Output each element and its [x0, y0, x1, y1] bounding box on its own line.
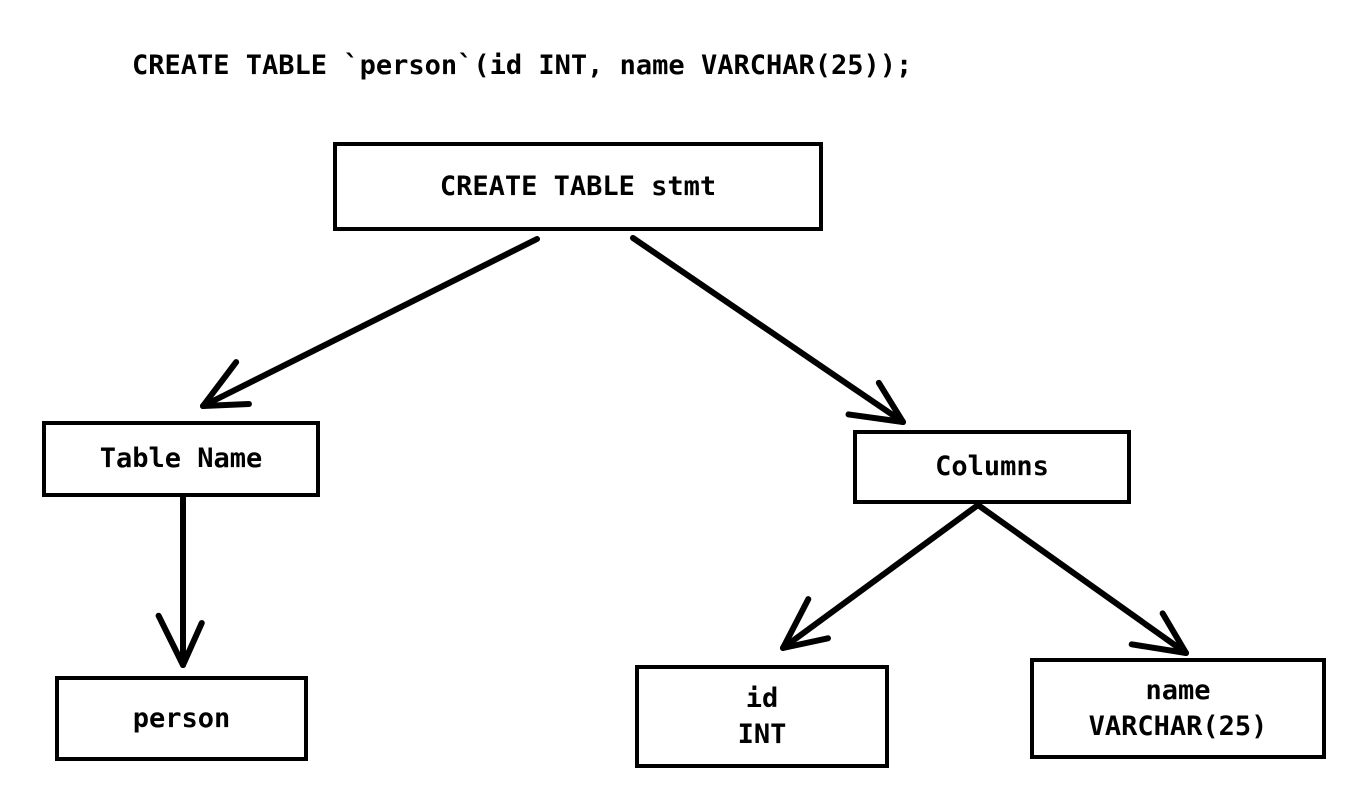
node-table-name[interactable]: Table Name: [42, 421, 320, 497]
arrowhead-barb: [845, 411, 906, 425]
node-label: Columns: [935, 451, 1049, 483]
arrowhead-barb: [1159, 610, 1189, 656]
node-column-type-text: INT: [737, 718, 787, 750]
arrowhead-barb: [200, 359, 240, 409]
node-label: Table Name: [99, 443, 263, 475]
edge-shaft: [780, 502, 981, 651]
node-label: CREATE TABLE stmt: [439, 170, 717, 202]
node-column-name[interactable]: name VARCHAR(25): [1030, 658, 1326, 759]
arrowhead-barb: [780, 635, 831, 651]
arrowhead-barb: [875, 379, 906, 425]
node-person[interactable]: person: [55, 676, 308, 761]
diagram-title: CREATE TABLE `person`(id INT, name VARCH…: [132, 50, 913, 81]
arrowhead-barb: [155, 612, 186, 668]
node-columns[interactable]: Columns: [853, 430, 1131, 504]
edge-shaft: [630, 235, 906, 425]
node-column-type-text: VARCHAR(25): [1088, 710, 1268, 742]
node-column-id[interactable]: id INT: [635, 665, 889, 768]
arrowhead-barb: [780, 596, 812, 651]
arrowhead-barb: [180, 619, 205, 668]
node-column-name-text: id: [745, 683, 779, 715]
arrowhead-barb: [1128, 641, 1189, 656]
node-label: person: [132, 702, 231, 734]
node-column-name-text: name: [1145, 675, 1211, 707]
edge-shaft: [975, 502, 1189, 656]
arrowhead-barb: [200, 400, 252, 409]
node-create-table-stmt[interactable]: CREATE TABLE stmt: [333, 142, 823, 231]
edge-shaft: [200, 236, 540, 409]
